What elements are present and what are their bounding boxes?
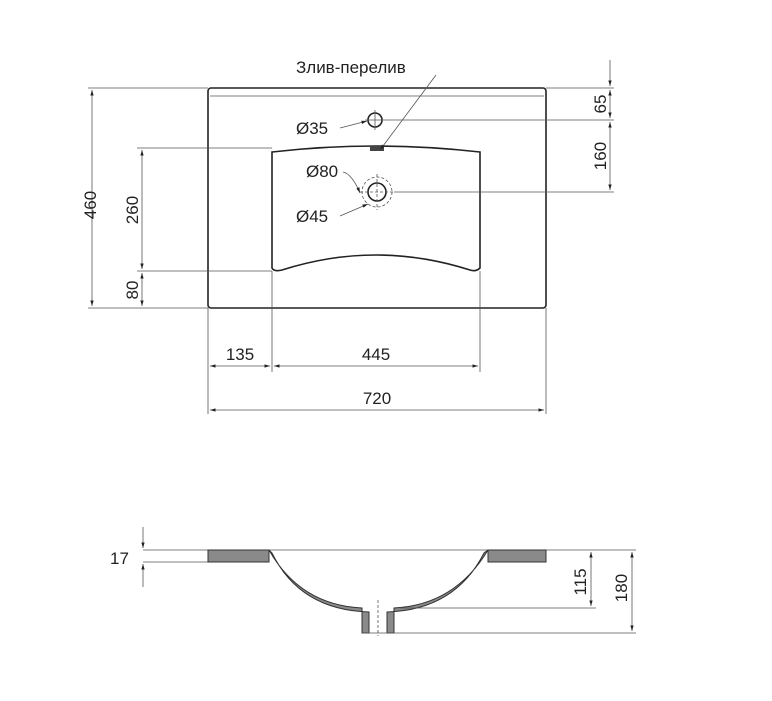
dim-445: 445 — [362, 345, 390, 364]
drain-hole-icon — [360, 174, 394, 210]
sink-outline — [207, 87, 547, 309]
drain-outer-label: Ø80 — [306, 162, 338, 181]
drain-inner-leader — [339, 203, 369, 217]
rim-section-right — [487, 549, 547, 563]
rim-section-left — [207, 549, 270, 563]
overflow-slot — [370, 146, 384, 151]
faucet-hole-label: Ø35 — [296, 119, 328, 138]
overflow-label: Злив-перелив — [296, 58, 406, 77]
drain-inner-label: Ø45 — [296, 207, 328, 226]
bowl-wall-left — [268, 549, 370, 634]
dim-135: 135 — [226, 345, 254, 364]
dim-260: 260 — [123, 196, 142, 224]
dim-720: 720 — [363, 389, 391, 408]
dim-80: 80 — [123, 281, 142, 300]
dim-180: 180 — [612, 574, 631, 602]
dim-160: 160 — [591, 142, 610, 170]
bowl-wall-right — [386, 549, 489, 634]
dim-460: 460 — [81, 191, 100, 219]
top-view: Злив-перелив Ø35 Ø80 Ø45 460 260 80 65 1… — [81, 58, 614, 414]
faucet-hole-icon — [365, 110, 385, 130]
dim-17: 17 — [110, 549, 129, 568]
basin-outline — [271, 145, 481, 272]
side-view: 17 115 180 — [110, 527, 636, 636]
overflow-leader — [379, 74, 437, 151]
dim-115: 115 — [571, 568, 590, 595]
dim-65: 65 — [591, 95, 610, 114]
faucet-leader — [339, 120, 368, 129]
drain-outer-leader — [342, 171, 361, 194]
